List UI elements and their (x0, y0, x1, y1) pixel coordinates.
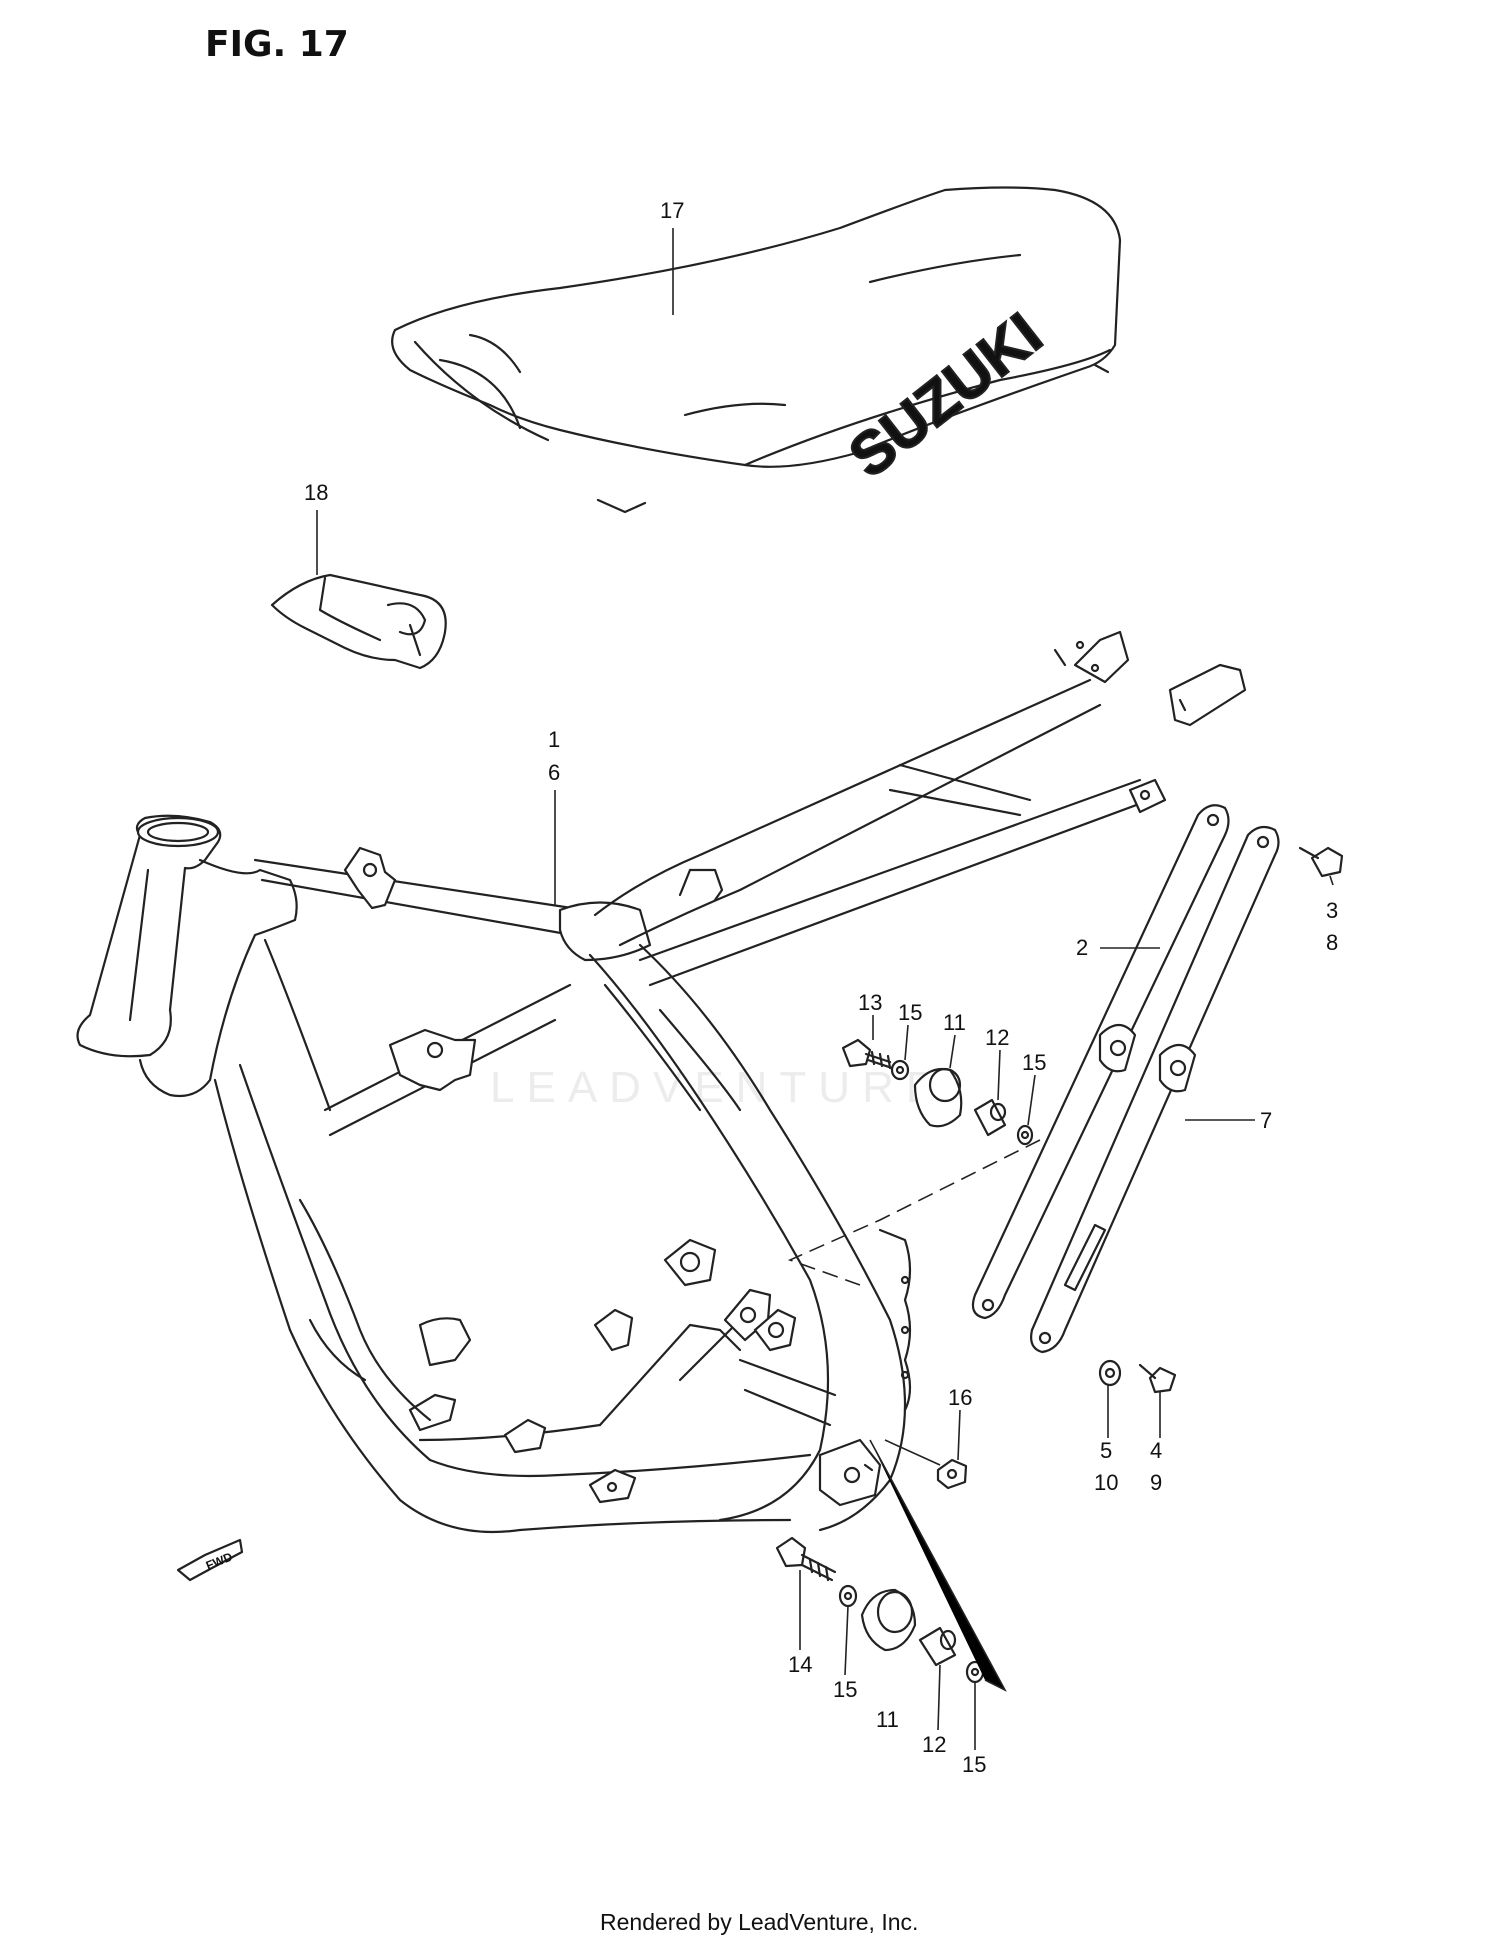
callout-4: 4 (1150, 1438, 1162, 1463)
lower-mount-guide-line (869, 1439, 1007, 1692)
callout-12-lower: 12 (922, 1732, 946, 1757)
nut-guide-line (884, 1439, 941, 1466)
callout-15-upper-left: 15 (898, 1000, 922, 1025)
callout-10: 10 (1094, 1470, 1118, 1495)
callout-18: 18 (304, 480, 328, 505)
bolt-part-3[interactable] (1298, 846, 1344, 878)
callout-15-lower-left: 15 (833, 1677, 857, 1702)
callout-17: 17 (660, 198, 684, 223)
collar-part-12a[interactable] (973, 1098, 1007, 1137)
collar-part-12b[interactable] (918, 1626, 957, 1667)
callout-13: 13 (858, 990, 882, 1015)
bolt-part-14[interactable] (775, 1536, 837, 1582)
figure-title: FIG. 17 (205, 24, 349, 65)
damper-part-11b[interactable] (860, 1588, 917, 1652)
callout-11-lower: 11 (876, 1707, 899, 1732)
washer-part-15c[interactable] (838, 1584, 858, 1608)
washer-part-15b[interactable] (1016, 1124, 1034, 1146)
callout-14: 14 (788, 1652, 812, 1677)
forward-direction-arrow-icon: FWD (176, 1538, 244, 1582)
bolt-part-13[interactable] (841, 1038, 894, 1070)
callout-15-upper-right: 15 (1022, 1050, 1046, 1075)
washer-part-15a[interactable] (890, 1059, 910, 1081)
callout-1: 1 (548, 727, 560, 752)
callout-5: 5 (1100, 1438, 1112, 1463)
callout-2: 2 (1076, 935, 1088, 960)
callout-15-lower-right: 15 (962, 1752, 986, 1777)
watermark-text: LEADVENTURE (490, 1063, 947, 1112)
callout-6: 6 (548, 760, 560, 785)
stay-part-2[interactable] (971, 804, 1230, 1320)
cover-part[interactable] (270, 573, 447, 670)
bolt-part-4[interactable] (1138, 1363, 1177, 1394)
main-frame-part[interactable] (76, 630, 1247, 1534)
washer-part-5[interactable] (1098, 1359, 1122, 1387)
seat-part[interactable]: SUZUKI (391, 186, 1122, 514)
assembly-guide-line (787, 1139, 1041, 1286)
callout-12-upper: 12 (985, 1025, 1009, 1050)
callout-3: 3 (1326, 898, 1338, 923)
callout-7: 7 (1260, 1108, 1272, 1133)
nut-part-16[interactable] (936, 1458, 968, 1490)
callout-9: 9 (1150, 1470, 1162, 1495)
callout-11-upper: 11 (943, 1010, 966, 1035)
callout-16: 16 (948, 1385, 972, 1410)
callout-8: 8 (1326, 930, 1338, 955)
stay-part-7[interactable] (1030, 825, 1280, 1354)
footer-credit: Rendered by LeadVenture, Inc. (600, 1909, 918, 1935)
damper-part-11a[interactable] (913, 1067, 963, 1128)
